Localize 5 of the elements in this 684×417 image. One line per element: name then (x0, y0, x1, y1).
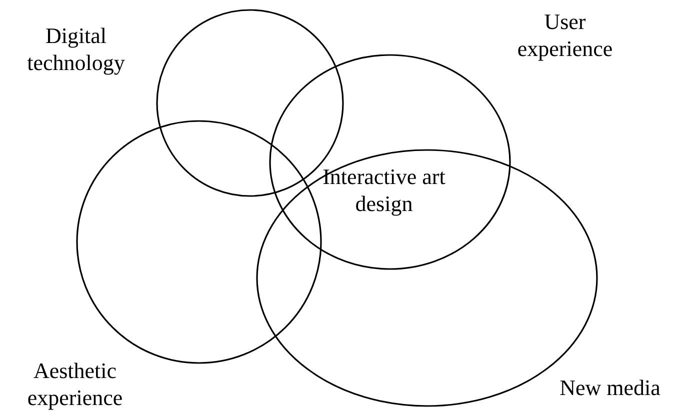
set-label: Aesthetic experience (26, 357, 124, 411)
set-label: User experience (516, 8, 614, 62)
set-label: New media (558, 374, 662, 401)
center-label: Interactive art design (322, 163, 446, 217)
set-label: Digital technology (26, 22, 126, 76)
